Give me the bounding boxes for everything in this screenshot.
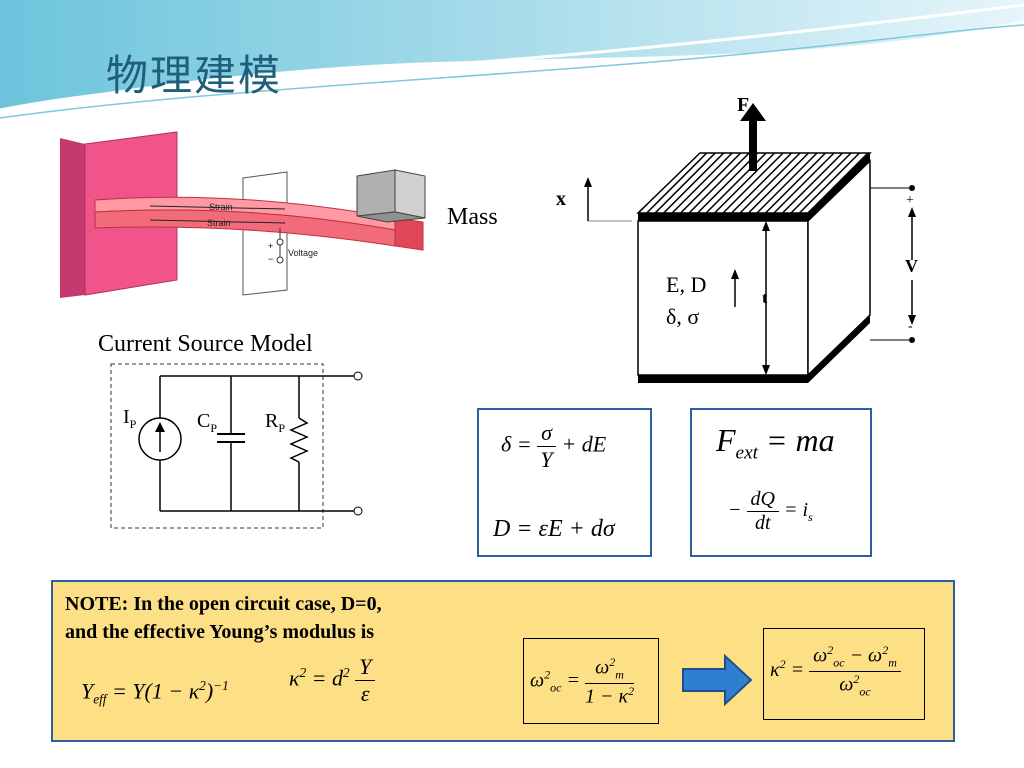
x-label: x xyxy=(556,188,566,210)
v-minus-label: - xyxy=(908,319,913,334)
strain-label-bottom: Strain xyxy=(207,218,231,228)
piezo-cube-diagram xyxy=(584,103,916,383)
note-line-1: NOTE: In the open circuit case, D=0, xyxy=(65,593,382,615)
mass-label: Mass xyxy=(447,204,498,230)
voltage-label: Voltage xyxy=(288,248,319,258)
current-source-model-title: Current Source Model xyxy=(98,331,313,357)
ed-label: E, D xyxy=(666,272,707,297)
v-label: V xyxy=(905,256,918,276)
t-label: t xyxy=(762,290,768,307)
voltage-plus: + xyxy=(268,241,274,251)
note-box: NOTE: In the open circuit case, D=0, and… xyxy=(51,580,955,742)
note-line-2: and the effective Young’s modulus is xyxy=(65,621,375,643)
cp-label: CP xyxy=(197,410,218,435)
eq-force: Fext = ma xyxy=(716,422,835,464)
rp-label: RP xyxy=(265,410,286,435)
voltage-minus: − xyxy=(268,254,274,264)
right-arrow-icon xyxy=(682,654,753,706)
delta-sigma-label: δ, σ xyxy=(666,304,700,329)
force-label: F xyxy=(737,94,750,116)
strain-label-top: Strain xyxy=(209,202,233,212)
ip-label: IP xyxy=(123,406,137,431)
eq-displacement: D = εE + dσ xyxy=(493,516,615,542)
eq-yeff: Yeff = Y(1 − κ2)−1 xyxy=(81,678,229,707)
note-text: NOTE: In the open circuit case, D=0, and… xyxy=(65,590,382,646)
current-source-circuit xyxy=(110,363,363,529)
background-swoosh xyxy=(0,0,1024,119)
cantilever-beam-diagram xyxy=(60,131,426,298)
slide-title: 物理建模 xyxy=(106,51,283,100)
v-plus-label: + xyxy=(906,193,914,208)
